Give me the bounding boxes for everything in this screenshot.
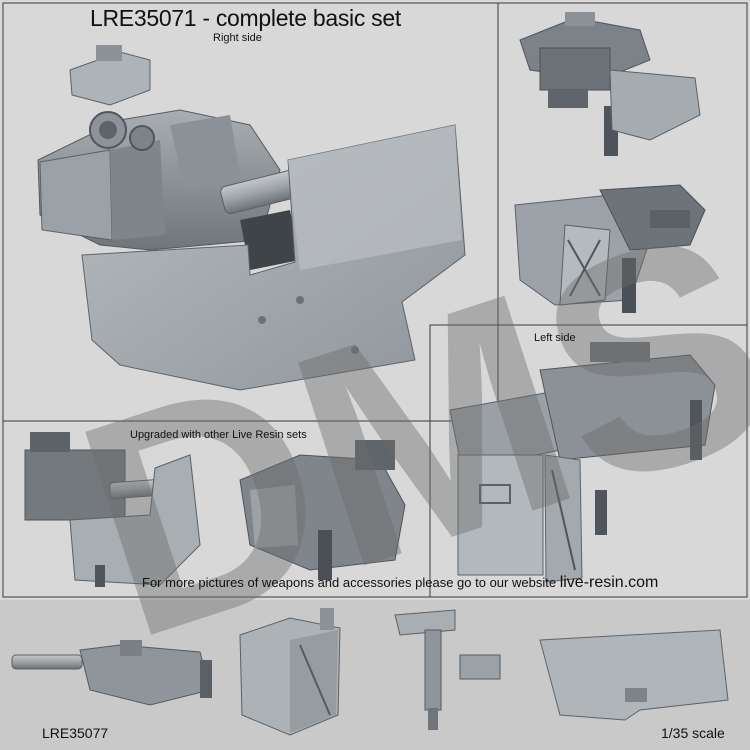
main-weapon-model: [37, 45, 466, 391]
website-info: For more pictures of weapons and accesso…: [142, 574, 658, 592]
left-side-label: Left side: [534, 332, 576, 344]
upgraded-model-right: [239, 440, 406, 580]
part-receiver: [11, 640, 212, 706]
scale-label: 1/35 scale: [661, 725, 725, 741]
right-side-label: Right side: [213, 32, 262, 44]
frame-upgraded: [2, 420, 431, 598]
part-ammo-box: [239, 608, 341, 736]
left-side-model: [449, 342, 716, 583]
top-right-model: [519, 12, 701, 156]
part-pintle-mount: [394, 609, 501, 730]
part-code-label: LRE35077: [42, 725, 109, 741]
website-link[interactable]: live-resin.com: [559, 574, 659, 591]
website-info-text: For more pictures of weapons and accesso…: [142, 575, 557, 590]
upgraded-label: Upgraded with other Live Resin sets: [130, 429, 307, 441]
middle-right-model: [514, 184, 706, 313]
part-shield-plate: [539, 629, 729, 721]
page-title: LRE35071 - complete basic set: [90, 5, 401, 31]
upgraded-model-left: [24, 432, 201, 587]
